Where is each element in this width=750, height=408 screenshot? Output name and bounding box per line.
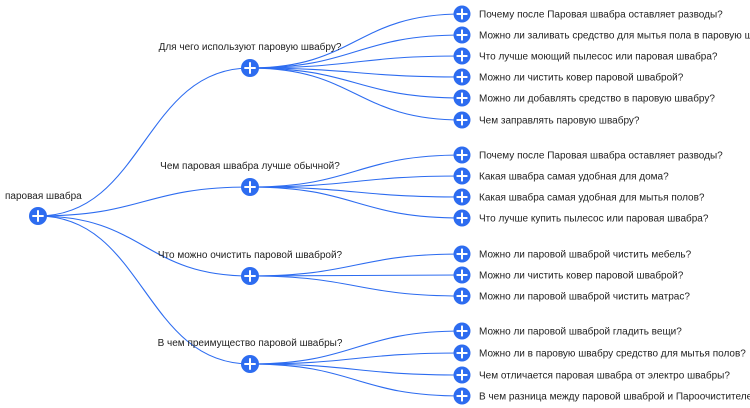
branch-to-leaf-line [249,363,463,397]
leaf-expand-button[interactable] [453,47,471,65]
branch-label: Что можно очистить паровой шваброй? [158,249,343,261]
branch-to-leaf-line [249,175,463,188]
leaf-label: В чем разница между паровой шваброй и Па… [479,391,750,403]
leaf-label: Что лучше купить пылесос или паровая шва… [479,213,709,225]
plus-glyph [456,8,468,20]
leaf-expand-button[interactable] [453,146,471,164]
plus-glyph [456,248,468,260]
leaf-label: Какая швабра самая удобная для дома? [479,171,669,183]
branch-to-leaf-line [249,352,463,365]
branch-to-leaf-line [249,330,463,365]
leaf-expand-button[interactable] [453,111,471,129]
plus-glyph [456,50,468,62]
leaf-expand-button[interactable] [453,188,471,206]
branch-label: В чем преимущество паровой швабры? [158,337,343,349]
leaf-label: Можно ли заливать средство для мытья пол… [479,30,750,42]
plus-glyph [456,347,468,359]
branch-to-leaf-line [249,55,463,69]
leaf-expand-button[interactable] [453,287,471,305]
branch-to-leaf-line [249,363,463,376]
leaf-label: Почему после Паровая швабра оставляет ра… [479,9,723,21]
leaf-label: Чем отличается паровая швабра от электро… [479,370,730,382]
leaf-expand-button[interactable] [453,344,471,362]
plus-glyph [456,92,468,104]
branch-to-leaf-line [249,253,463,277]
leaf-label: Можно ли чистить ковер паровой шваброй? [479,72,684,84]
leaf-label: Почему после Паровая швабра оставляет ра… [479,150,723,162]
branch-expand-button[interactable] [241,355,259,373]
leaf-expand-button[interactable] [453,322,471,340]
branch-expand-button[interactable] [241,267,259,285]
branch-label: Для чего используют паровую швабру? [159,41,342,53]
branch-expand-button[interactable] [241,59,259,77]
branch-to-leaf-line [249,154,463,188]
plus-glyph [244,358,256,370]
root-to-branch-line [37,215,251,277]
plus-glyph [456,390,468,402]
branch-expand-button[interactable] [241,178,259,196]
branch-to-leaf-line [249,13,463,69]
plus-glyph [456,114,468,126]
plus-glyph [456,369,468,381]
plus-glyph [244,270,256,282]
leaf-label: Можно ли в паровую швабру средство для м… [479,348,746,360]
plus-glyph [456,269,468,281]
leaf-expand-button[interactable] [453,209,471,227]
leaf-expand-button[interactable] [453,5,471,23]
leaf-expand-button[interactable] [453,89,471,107]
root-to-branch-line [37,215,251,365]
branch-label: Чем паровая швабра лучше обычной? [160,160,340,172]
root-to-branch-line [37,67,251,217]
leaf-expand-button[interactable] [453,68,471,86]
plus-glyph [456,29,468,41]
leaf-expand-button[interactable] [453,387,471,405]
leaf-expand-button[interactable] [453,245,471,263]
plus-glyph [456,71,468,83]
leaf-expand-button[interactable] [453,266,471,284]
plus-glyph [456,149,468,161]
plus-glyph [456,325,468,337]
leaf-label: Чем заправлять паровую швабру? [479,115,640,127]
plus-glyph [244,181,256,193]
branch-to-leaf-line [249,274,463,277]
root-label: паровая швабра [5,190,82,202]
plus-glyph [32,210,44,222]
branch-to-leaf-line [249,67,463,78]
leaf-label: Что лучше моющий пылесос или паровая шва… [479,51,718,63]
branch-to-leaf-line [249,34,463,69]
leaf-expand-button[interactable] [453,366,471,384]
branch-to-leaf-line [249,67,463,121]
branch-to-leaf-line [249,67,463,99]
leaf-label: Можно ли паровой шваброй чистить матрас? [479,291,690,303]
plus-glyph [456,191,468,203]
plus-glyph [244,62,256,74]
branch-to-leaf-line [249,186,463,198]
leaf-label: Можно ли паровой шваброй гладить вещи? [479,326,682,338]
leaf-label: Можно ли паровой шваброй чистить мебель? [479,249,692,261]
leaf-label: Можно ли чистить ковер паровой шваброй? [479,270,684,282]
plus-glyph [456,290,468,302]
plus-glyph [456,212,468,224]
leaf-label: Можно ли добавлять средство в паровую шв… [479,93,715,105]
leaf-expand-button[interactable] [453,167,471,185]
leaf-label: Какая швабра самая удобная для мытья пол… [479,192,705,204]
branch-to-leaf-line [249,186,463,219]
plus-glyph [456,170,468,182]
root-to-branch-line [37,186,251,217]
connector-lines [37,13,463,397]
mind-map-nodes: паровая швабра Для чего используют парову… [5,5,750,405]
leaf-expand-button[interactable] [453,26,471,44]
root-expand-button[interactable] [29,207,47,225]
branch-to-leaf-line [249,275,463,297]
